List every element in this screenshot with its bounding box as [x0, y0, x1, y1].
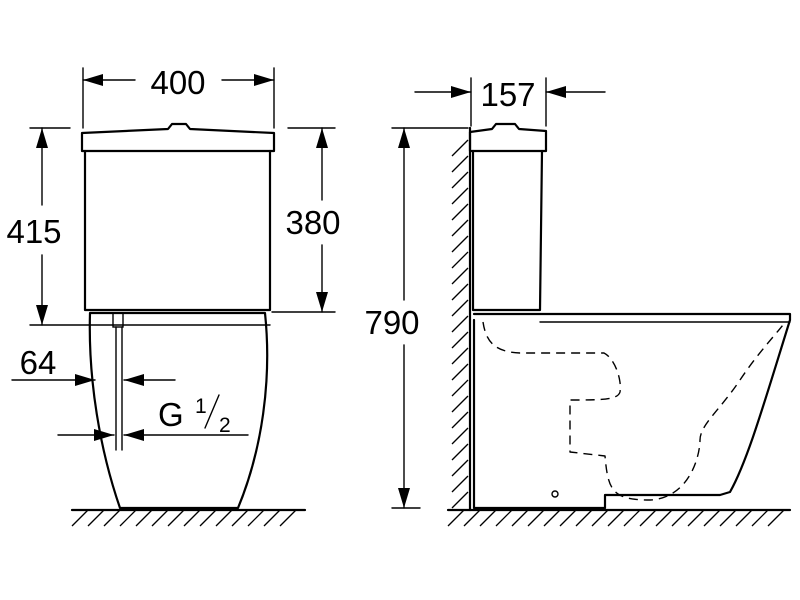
hatch-line	[451, 395, 469, 413]
hatch-line	[575, 509, 593, 527]
dim-380-arrow-top	[316, 128, 328, 148]
front-floor-hatch	[71, 509, 297, 527]
hatch-line	[495, 509, 513, 527]
hatch-line	[639, 509, 657, 527]
hatch-line	[451, 491, 469, 509]
hatch-line	[559, 509, 577, 527]
hatch-line	[451, 475, 469, 493]
dim-g-arrow-left	[94, 429, 114, 441]
hatch-line	[479, 509, 497, 527]
hatch-line	[451, 315, 469, 333]
dim-790-arrow-bottom	[398, 488, 410, 508]
hatch-line	[451, 443, 469, 461]
dim-g-denominator: 2	[219, 414, 231, 437]
hatch-line	[451, 363, 469, 381]
hatch-line	[655, 509, 673, 527]
hatch-line	[447, 509, 465, 527]
side-drain-hole	[551, 490, 559, 498]
front-view: 400 415 380 64 G 1 2	[6, 64, 341, 527]
dim-790-label: 790	[364, 304, 419, 341]
hatch-line	[451, 459, 469, 477]
hatch-line	[215, 509, 233, 527]
dim-g-fraction-slash	[204, 394, 220, 429]
side-bowl	[472, 312, 792, 510]
dim-415-arrow-top	[36, 128, 48, 148]
dim-157-arrow-right	[546, 86, 566, 98]
hatch-line	[451, 155, 469, 173]
hatch-line	[451, 139, 469, 157]
hatch-line	[451, 267, 469, 285]
hatch-line	[511, 509, 529, 527]
side-tank-body	[471, 149, 544, 312]
hatch-line	[279, 509, 297, 527]
dim-415-arrow-bottom	[36, 305, 48, 325]
dim-415-label: 415	[6, 213, 61, 250]
dim-g-numerator: 1	[195, 395, 207, 418]
hatch-line	[247, 509, 265, 527]
side-floor-hatch	[447, 509, 785, 527]
front-inlet-valve	[112, 312, 124, 328]
hatch-line	[527, 509, 545, 527]
hatch-line	[767, 509, 785, 527]
dim-790-arrow-top	[398, 128, 410, 148]
hatch-line	[735, 509, 753, 527]
hatch-line	[451, 379, 469, 397]
hatch-line	[103, 509, 121, 527]
front-tank-body	[83, 149, 272, 312]
hatch-line	[703, 509, 721, 527]
hatch-line	[543, 509, 561, 527]
hatch-line	[451, 347, 469, 365]
hatch-line	[199, 509, 217, 527]
hatch-line	[451, 251, 469, 269]
hatch-line	[119, 509, 137, 527]
hatch-line	[135, 509, 153, 527]
hatch-line	[167, 509, 185, 527]
dim-64-arrow-left	[75, 374, 95, 386]
hatch-line	[151, 509, 169, 527]
hatch-line	[231, 509, 249, 527]
hatch-line	[451, 331, 469, 349]
hatch-line	[719, 509, 737, 527]
dim-157-arrow-left	[451, 86, 471, 98]
side-wall-hatch	[451, 139, 469, 509]
hatch-line	[451, 219, 469, 237]
hatch-line	[451, 411, 469, 429]
dim-380-arrow-bottom	[316, 292, 328, 312]
side-view: 157 790	[364, 76, 792, 527]
hatch-line	[591, 509, 609, 527]
dim-g-arrow-right	[124, 429, 144, 441]
hatch-line	[451, 203, 469, 221]
hatch-line	[71, 509, 89, 527]
dim-g-label: G	[158, 396, 184, 433]
side-trapway	[482, 321, 786, 501]
dim-157-label: 157	[480, 76, 535, 113]
hatch-line	[623, 509, 641, 527]
dim-64-arrow-right	[124, 374, 144, 386]
hatch-line	[87, 509, 105, 527]
dim-400-arrow-right	[254, 74, 274, 86]
hatch-line	[687, 509, 705, 527]
hatch-line	[263, 509, 281, 527]
dim-400-label: 400	[150, 64, 205, 101]
hatch-line	[451, 171, 469, 189]
front-tank-lid	[80, 122, 276, 153]
hatch-line	[463, 509, 481, 527]
dim-400-arrow-left	[83, 74, 103, 86]
hatch-line	[451, 427, 469, 445]
hatch-line	[451, 187, 469, 205]
hatch-line	[751, 509, 769, 527]
hatch-line	[451, 299, 469, 317]
hatch-line	[607, 509, 625, 527]
hatch-line	[183, 509, 201, 527]
dim-380-label: 380	[285, 204, 340, 241]
hatch-line	[451, 235, 469, 253]
hatch-line	[451, 283, 469, 301]
side-tank-lid	[468, 122, 548, 153]
dim-64-label: 64	[20, 344, 57, 381]
hatch-line	[671, 509, 689, 527]
